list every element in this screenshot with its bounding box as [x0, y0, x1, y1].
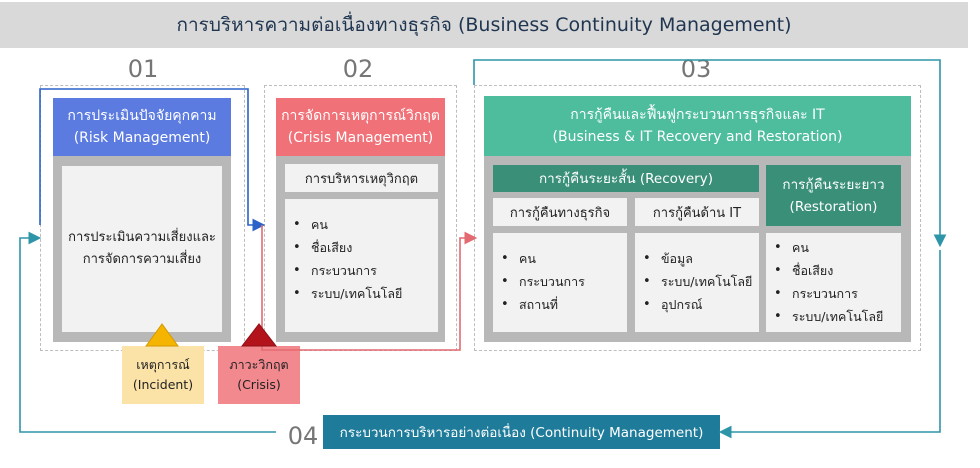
list-item: ชื่อเสียง: [285, 236, 438, 259]
page-title: การบริหารความต่อเนื่องทางธุรกิจ (Busines…: [0, 2, 968, 48]
list-item: กระบวนการ: [766, 282, 901, 305]
crisis-box: ภาวะวิกฤต (Crisis): [218, 346, 300, 404]
step3-header-thai: การกู้คืนและฟื้นฟูกระบวนการธุรกิจและ IT: [570, 107, 825, 123]
step1-body-line2: การจัดการความเสี่ยง: [82, 252, 202, 267]
it-recovery-list: ข้อมูล ระบบ/เทคโนโลยี อุปกรณ์: [635, 247, 759, 316]
step1-header-english: (Risk Management): [73, 130, 211, 146]
restoration-list: คน ชื่อเสียง กระบวนการ ระบบ/เทคโนโลยี: [766, 236, 901, 328]
list-item: กระบวนการ: [285, 259, 438, 282]
incident-label-english: (Incident): [132, 377, 194, 392]
step-number-03: 03: [680, 55, 712, 83]
recovery-header: การกู้คืนระยะสั้น (Recovery): [493, 165, 759, 192]
step2-list: คน ชื่อเสียง กระบวนการ ระบบ/เทคโนโลยี: [285, 213, 438, 305]
continuity-management-bar: กระบวนการบริหารอย่างต่อเนื่อง (Continuit…: [323, 415, 720, 449]
list-item: ระบบ/เทคโนโลยี: [635, 270, 759, 293]
incident-label-thai: เหตุการณ์: [136, 357, 190, 372]
list-item: คน: [493, 247, 627, 270]
crisis-label-english: (Crisis): [237, 377, 281, 392]
list-item: คน: [766, 236, 901, 259]
step1-header-thai: การประเมินปัจจัยคุกคาม: [67, 108, 217, 124]
it-recovery-list-box: ข้อมูล ระบบ/เทคโนโลยี อุปกรณ์: [635, 233, 759, 332]
step-number-04: 04: [287, 422, 319, 450]
business-recovery-header: การกู้คืนทางธุรกิจ: [493, 198, 627, 226]
step1-body-line1: การประเมินความเสี่ยงและ: [68, 230, 216, 245]
restoration-header: การกู้คืนระยะยาว (Restoration): [766, 165, 901, 226]
incident-box: เหตุการณ์ (Incident): [122, 346, 204, 404]
step3-header-english: (Business & IT Recovery and Restoration): [552, 129, 843, 145]
step3-header: การกู้คืนและฟื้นฟูกระบวนการธุรกิจและ IT …: [484, 96, 911, 156]
crisis-label-thai: ภาวะวิกฤต: [229, 357, 289, 372]
step2-header-english: (Crisis Management): [287, 130, 434, 146]
step2-header: การจัดการเหตุการณ์วิกฤต (Crisis Manageme…: [276, 98, 445, 156]
step1-body: การประเมินความเสี่ยงและ การจัดการความเสี…: [62, 166, 222, 332]
list-item: ข้อมูล: [635, 247, 759, 270]
step-number-02: 02: [342, 55, 374, 83]
step1-header: การประเมินปัจจัยคุกคาม (Risk Management): [53, 98, 231, 156]
list-item: ระบบ/เทคโนโลยี: [285, 282, 438, 305]
list-item: ชื่อเสียง: [766, 259, 901, 282]
step2-list-box: คน ชื่อเสียง กระบวนการ ระบบ/เทคโนโลยี: [285, 199, 438, 332]
step-number-01: 01: [127, 55, 159, 83]
business-recovery-list-box: คน กระบวนการ สถานที่: [493, 233, 627, 332]
list-item: อุปกรณ์: [635, 293, 759, 316]
business-recovery-list: คน กระบวนการ สถานที่: [493, 247, 627, 316]
list-item: คน: [285, 213, 438, 236]
it-recovery-header: การกู้คืนด้าน IT: [635, 198, 759, 226]
list-item: กระบวนการ: [493, 270, 627, 293]
list-item: ระบบ/เทคโนโลยี: [766, 305, 901, 328]
step2-header-thai: การจัดการเหตุการณ์วิกฤต: [281, 108, 440, 124]
list-item: สถานที่: [493, 293, 627, 316]
restoration-list-box: คน ชื่อเสียง กระบวนการ ระบบ/เทคโนโลยี: [766, 233, 901, 332]
restoration-header-english: (Restoration): [789, 198, 878, 215]
step2-sub-header: การบริหารเหตุวิกฤต: [285, 164, 438, 192]
restoration-header-thai: การกู้คืนระยะยาว: [782, 176, 885, 193]
